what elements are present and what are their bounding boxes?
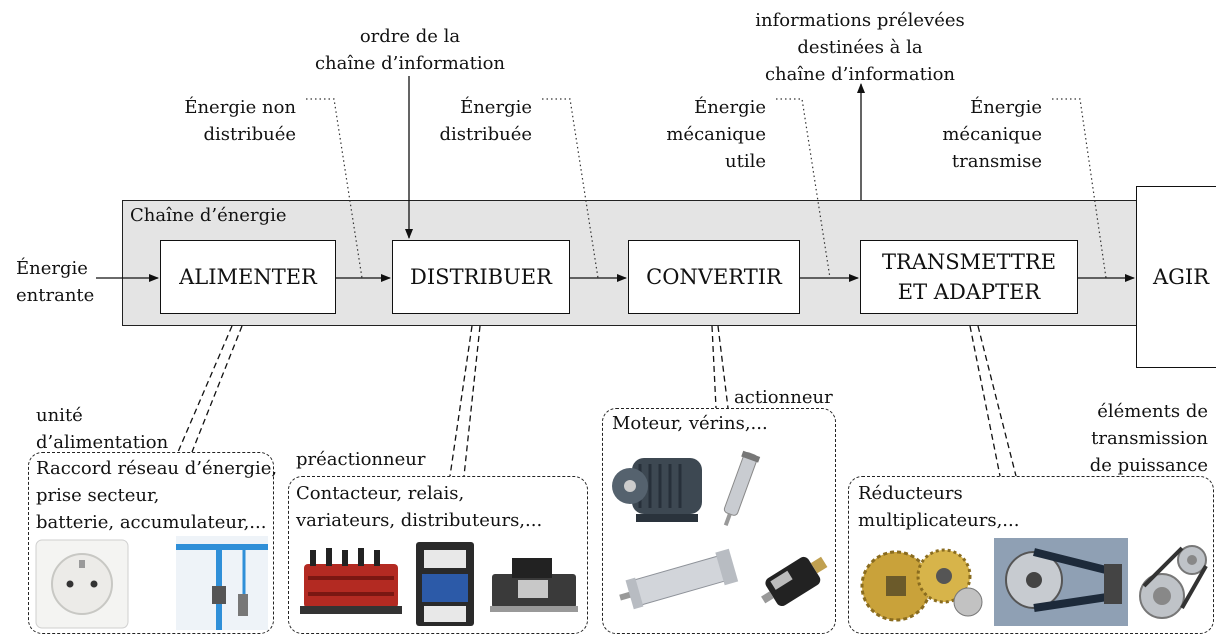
power-socket-image — [35, 539, 129, 629]
pneumatic-cylinder-image — [619, 548, 739, 610]
dotted-leaders — [306, 98, 1107, 279]
block-agir: AGIR — [1136, 186, 1216, 368]
small-cylinder-image — [723, 450, 761, 526]
energy-chain-label: Chaîne d’énergie — [130, 205, 287, 226]
unit-text: Raccord réseau d’énergie,prise secteur,b… — [36, 458, 278, 533]
actuator-text: Moteur, vérins,... — [612, 413, 768, 434]
belt-drive-image — [994, 538, 1128, 626]
pneumatic-distributor-image — [490, 558, 578, 612]
block-distribuer: DISTRIBUER — [392, 240, 570, 314]
dashed-leaders — [177, 325, 1017, 477]
preactuator-text: Contacteur, relais,variateurs, distribut… — [296, 483, 543, 531]
block-convertir: CONVERTIR — [628, 240, 800, 314]
dc-motor-image — [761, 556, 828, 607]
pulleys-image — [1139, 545, 1208, 619]
block-alimenter: ALIMENTER — [160, 240, 336, 314]
contactor-image — [416, 542, 474, 626]
gear-reducer-image — [860, 548, 983, 622]
compressed-air-network-image — [176, 536, 268, 630]
preactuator-title: préactionneur — [296, 449, 426, 470]
electric-motor-image — [612, 458, 702, 522]
hydraulic-valve-block-image — [300, 548, 402, 614]
actuator-title: actionneur — [734, 387, 833, 408]
